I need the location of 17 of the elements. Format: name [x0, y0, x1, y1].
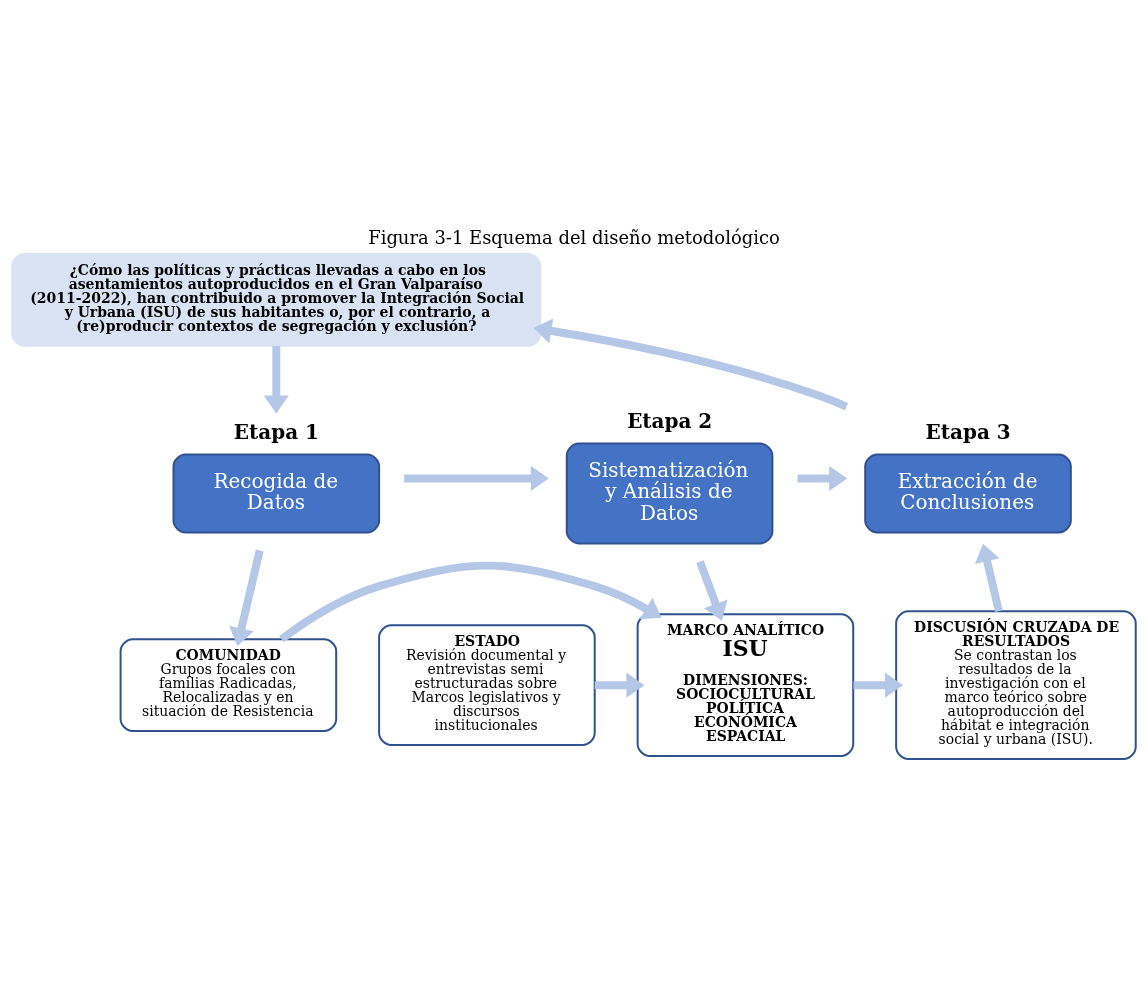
node-box: DISCUSIÓN CRUZADA DE RESULTADOS Se contrastan los resultados de la investigación con el marco teórico sobre autoproducción del hábitat e integración social y urbana (ISU).	[895, 610, 1137, 760]
node-box: ESTADO Revisión documental y entrevistas semi estructuradas sobre Marcos legislativos y discursos institucionales	[378, 624, 596, 747]
arrow	[594, 672, 645, 698]
arrow	[229, 549, 264, 646]
node-box: ¿Cómo las políticas y prácticas llevadas a cabo en los asentamientos autoproducidos en el Gran Valparaíso (2011-2022), han contribuido a promover la Integración Social y Urbana (ISU) de sus habitantes o, por el contrario, a (re)producir contextos de segregación y exclusión?	[11, 252, 542, 347]
arrow	[853, 672, 903, 698]
arrow	[974, 543, 1003, 613]
arrow	[696, 560, 728, 621]
diagram-title: Figura 3-1 Esquema del diseño metodológico	[368, 227, 780, 249]
arrow	[279, 561, 662, 643]
node-label: Etapa 2	[627, 408, 713, 433]
node-label: Etapa 1	[233, 419, 319, 444]
node-box: MARCO ANALÍTICO ISU DIMENSIONES: SOCIOCULTURAL POLÍTICA ECONÓMICA ESPACIAL	[636, 613, 855, 757]
arrow	[533, 318, 849, 411]
node-label: Etapa 3	[925, 419, 1011, 444]
node-box: COMUNIDAD Grupos focales con familias Radicadas, Relocalizadas y en situación de Resistencia	[119, 638, 338, 733]
arrow	[263, 345, 289, 414]
